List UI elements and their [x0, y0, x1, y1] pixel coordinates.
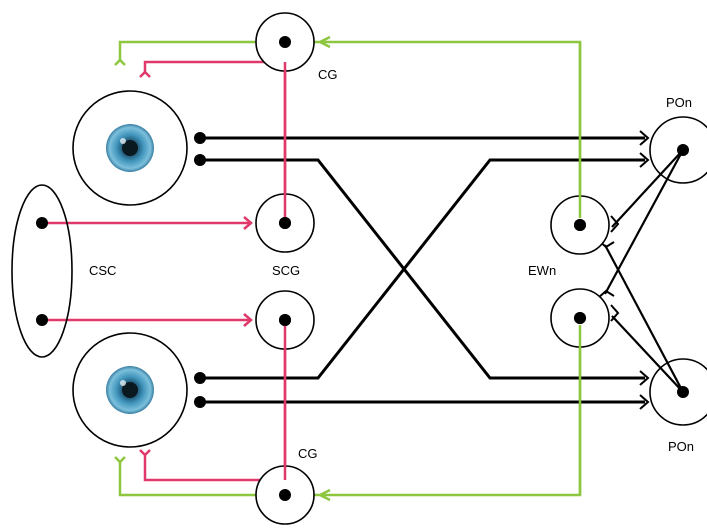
label-csc: CSC: [89, 263, 116, 278]
green-synapse-top-left: [115, 60, 125, 65]
eye-bottom: [73, 333, 187, 447]
green-path-top: [120, 37, 580, 225]
pon-bottom-node: [650, 359, 707, 425]
green-path-bottom: [120, 318, 580, 500]
axon-pon-bottom-to-ewn-top: [605, 245, 683, 392]
csc-node: [12, 185, 72, 357]
eye-icon: [106, 366, 154, 414]
label-ewn: EWn: [528, 263, 556, 278]
green-synapse-bottom-left: [115, 457, 125, 462]
eye-icon: [106, 124, 154, 172]
pink-synapse-top-left: [140, 72, 150, 77]
pink-synapse-bottom-left: [140, 450, 150, 455]
label-pon-top: POn: [666, 95, 692, 110]
eye-top: [73, 91, 187, 205]
label-pon-bottom: POn: [668, 439, 694, 454]
green-pathways: [115, 37, 585, 500]
label-cg-top: CG: [318, 67, 338, 82]
label-scg: SCG: [272, 263, 300, 278]
eye-nerve-dots: [194, 132, 206, 408]
pon-top-node: [650, 117, 707, 183]
label-cg-bottom: CG: [298, 446, 318, 461]
